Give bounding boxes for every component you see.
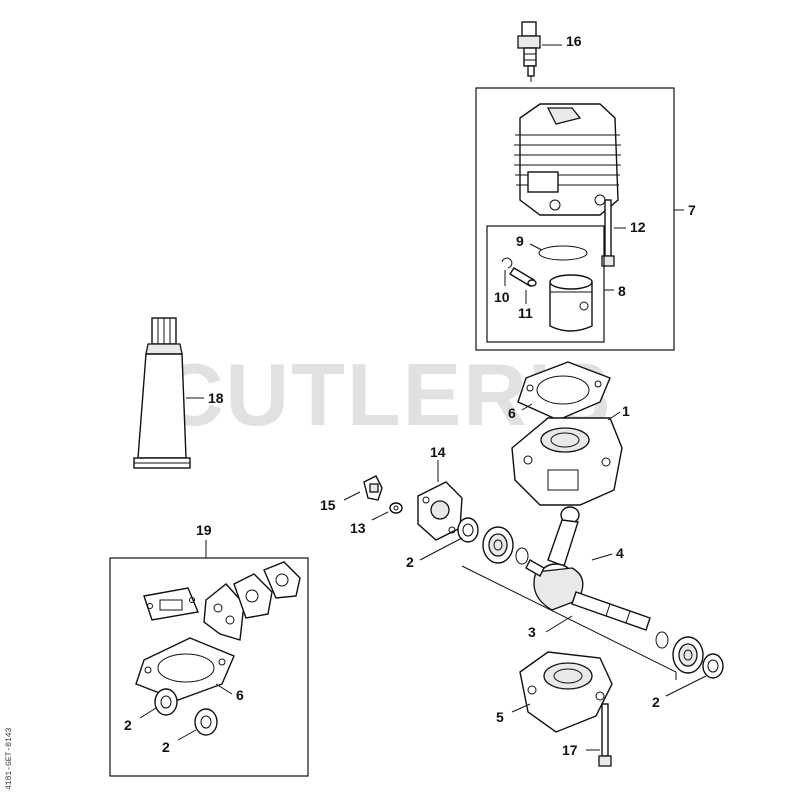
cylinder-gasket-part[interactable] [517, 361, 611, 421]
gasket-set-box [109, 557, 309, 777]
label-9: 9 [516, 233, 524, 249]
label-14: 14 [430, 444, 446, 460]
drawing-code: 4181-GET-0143 [5, 727, 14, 790]
piston-ring-part[interactable] [538, 245, 588, 261]
cylinder-part[interactable] [514, 103, 621, 216]
label-3: 3 [528, 624, 536, 640]
label-12: 12 [630, 219, 646, 235]
ball-bearing-left-part[interactable] [482, 526, 514, 564]
assembly-bracket-line [461, 565, 677, 680]
label-15: 15 [320, 497, 336, 513]
circlip-part[interactable] [501, 257, 513, 269]
intake-gasket-part[interactable] [263, 561, 301, 599]
label-2-set-a: 2 [124, 717, 132, 733]
label-6-upper: 6 [508, 405, 516, 421]
clip-part[interactable] [363, 475, 383, 501]
label-17: 17 [562, 742, 578, 758]
crankcase-screw-part[interactable] [598, 703, 612, 767]
crankcase-half-bottom-part[interactable] [519, 651, 613, 733]
label-2-set-b: 2 [162, 739, 170, 755]
ball-bearing-right-part[interactable] [672, 636, 704, 674]
muffler-gasket-part[interactable] [143, 587, 199, 621]
label-7: 7 [688, 202, 696, 218]
carburetor-gasket-a-part[interactable] [203, 583, 245, 641]
grease-tube-part[interactable] [133, 317, 191, 469]
label-8: 8 [618, 283, 626, 299]
label-13: 13 [350, 520, 366, 536]
oil-seal-set-a-part[interactable] [154, 688, 178, 716]
oil-seal-left-part[interactable] [457, 517, 479, 543]
crankcase-half-top-part[interactable] [511, 417, 623, 506]
label-2-left: 2 [406, 554, 414, 570]
label-2-right: 2 [652, 694, 660, 710]
piston-pin-part[interactable] [509, 267, 537, 287]
label-6-lower: 6 [236, 687, 244, 703]
label-10: 10 [494, 289, 510, 305]
oil-seal-right-part[interactable] [702, 653, 724, 679]
label-19: 19 [196, 522, 212, 538]
nut-part[interactable] [389, 502, 403, 514]
washer-left-part[interactable] [515, 547, 529, 565]
piston-kit-box [486, 225, 605, 343]
piston-part[interactable] [549, 274, 593, 332]
carburetor-gasket-b-part[interactable] [233, 573, 273, 619]
washer-right-part[interactable] [655, 631, 669, 649]
label-11: 11 [518, 305, 533, 321]
label-4: 4 [616, 545, 624, 561]
spark-plug-part[interactable] [517, 21, 541, 82]
cylinder-kit-box [475, 87, 675, 351]
intake-flange-part[interactable] [417, 481, 463, 541]
label-16: 16 [566, 33, 582, 49]
oil-seal-set-b-part[interactable] [194, 708, 218, 736]
cylinder-gasket-set-part[interactable] [135, 637, 235, 701]
label-1: 1 [622, 403, 630, 419]
label-5: 5 [496, 709, 504, 725]
label-18: 18 [208, 390, 224, 406]
cylinder-screw-part[interactable] [601, 199, 615, 267]
crankshaft-part[interactable] [525, 506, 651, 631]
